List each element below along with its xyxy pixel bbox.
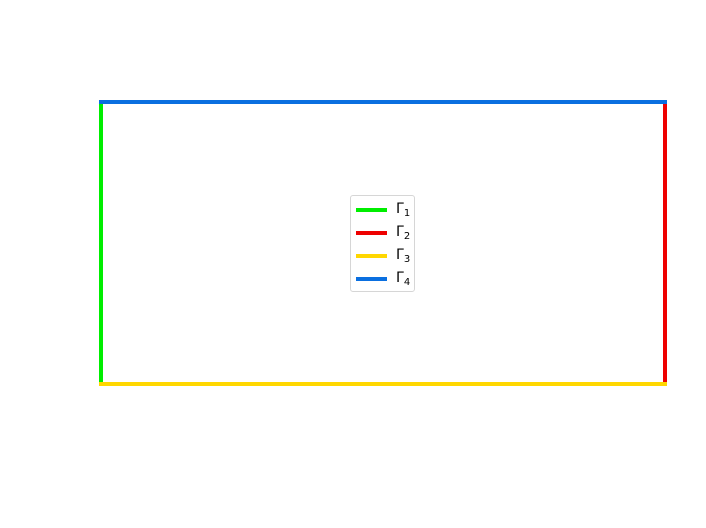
legend-line-gamma3	[356, 254, 387, 258]
legend-label-gamma1: Γ1	[396, 201, 411, 219]
legend-label-gamma3: Γ3	[396, 247, 411, 265]
legend-item-gamma1: Γ1	[355, 199, 413, 219]
legend-item-gamma4: Γ4	[355, 268, 413, 288]
legend-line-gamma1	[356, 208, 387, 212]
legend-item-gamma2: Γ2	[355, 222, 413, 242]
legend-line-gamma2	[356, 231, 387, 235]
legend: Γ1 Γ2 Γ3 Γ4	[350, 195, 415, 292]
legend-item-gamma3: Γ3	[355, 245, 413, 265]
legend-label-gamma2: Γ2	[396, 224, 411, 242]
legend-line-gamma4	[356, 277, 387, 281]
legend-label-gamma4: Γ4	[396, 270, 411, 288]
